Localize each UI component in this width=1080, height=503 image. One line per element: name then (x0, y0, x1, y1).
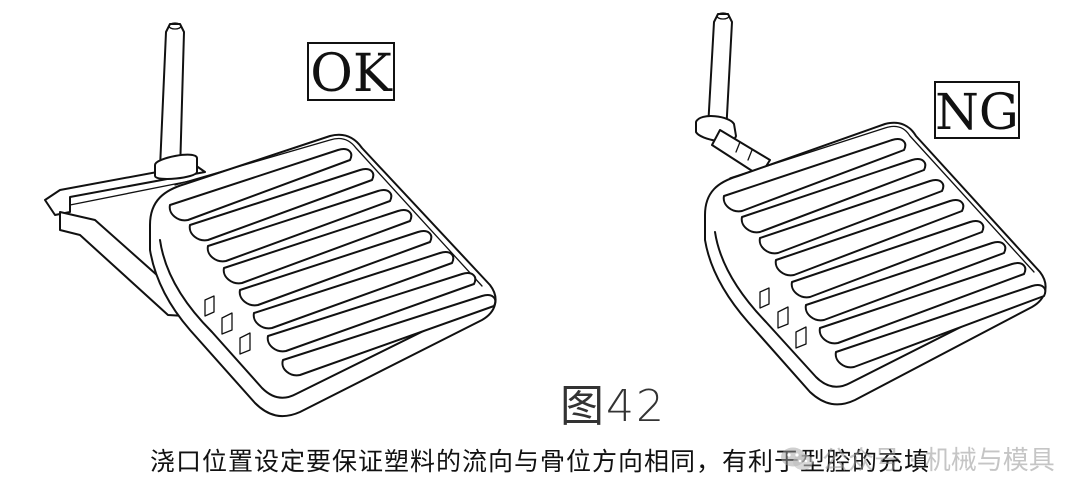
ok-label-box: OK (307, 42, 395, 104)
ok-part-drawing: OK (44, 22, 497, 418)
ng-label-box: NG (934, 81, 1020, 141)
ng-ribs (722, 138, 1047, 369)
ng-part-drawing: NG (695, 12, 1047, 406)
figure-number: 图42 (560, 381, 666, 432)
wechat-icon (781, 447, 813, 470)
ng-grille-body (704, 121, 1047, 406)
ok-label: OK (310, 44, 393, 104)
ok-sprue (154, 22, 198, 180)
watermark-text: 公众号 · 机械与模具 (822, 446, 1055, 476)
ng-sprue (695, 12, 737, 143)
watermark: 公众号 · 机械与模具 (780, 440, 1055, 477)
ng-label: NG (935, 83, 1019, 141)
ok-grille-body (149, 133, 497, 418)
ok-ribs (168, 148, 497, 377)
